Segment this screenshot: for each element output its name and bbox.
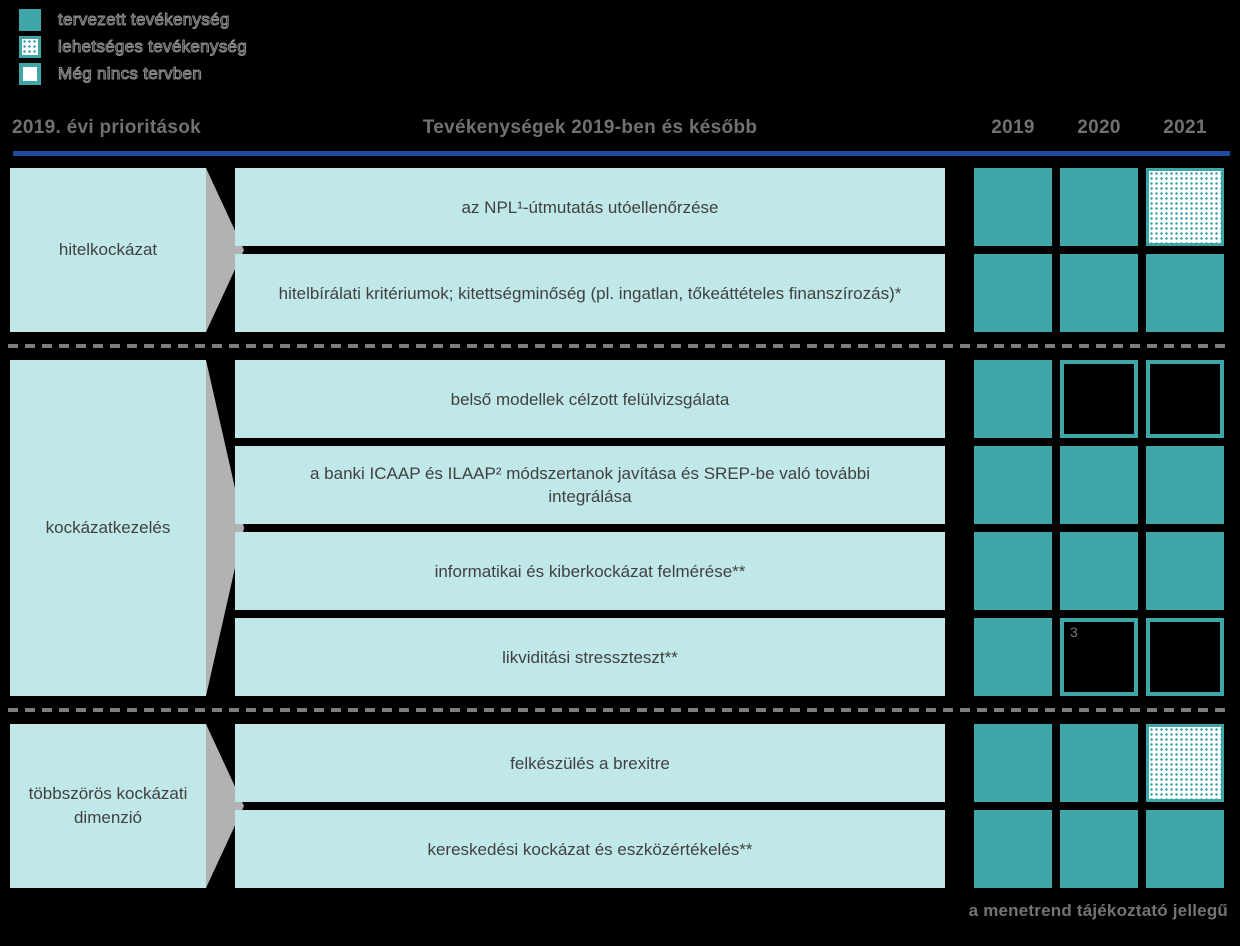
year-cell <box>1060 724 1138 802</box>
year-header-2021: 2021 <box>1163 117 1207 138</box>
footnote: a menetrend tájékoztató jellegű <box>968 901 1228 920</box>
activity-box: felkészülés a brexitre <box>235 724 945 802</box>
year-header-2020: 2020 <box>1077 117 1121 138</box>
category-box: többszörös kockázati dimenzió <box>10 724 206 888</box>
year-cell <box>1060 532 1138 610</box>
priorities-column-header: 2019. évi prioritások <box>12 117 202 138</box>
legend: tervezett tevékenység lehetséges tevéken… <box>19 9 247 90</box>
category-label: hitelkockázat <box>58 240 158 259</box>
activity-label: kereskedési kockázat és eszközértékelés*… <box>427 839 753 859</box>
legend-label: Még nincs tervben <box>57 64 203 84</box>
not-planned-swatch-icon <box>19 63 41 85</box>
activity-label: a banki ICAAP és ILAAP² módszertanok jav… <box>309 464 871 506</box>
year-cell <box>974 724 1052 802</box>
possible-activity-swatch-icon <box>19 36 41 58</box>
year-cell <box>1146 724 1224 802</box>
activity-box: belső modellek célzott felülvizsgálata <box>235 360 945 438</box>
activities-column-header: Tevékenységek 2019-ben és később <box>422 117 758 138</box>
year-cell <box>974 446 1052 524</box>
year-cell <box>974 810 1052 888</box>
activity-box: informatikai és kiberkockázat felmérése*… <box>235 532 945 610</box>
year-cell <box>974 532 1052 610</box>
year-cell <box>1060 254 1138 332</box>
year-cell <box>1060 168 1138 246</box>
planned-activity-swatch-icon <box>19 9 41 31</box>
activity-box: a banki ICAAP és ILAAP² módszertanok jav… <box>235 446 945 524</box>
legend-item-possible: lehetséges tevékenység <box>19 36 247 58</box>
activity-label: az NPL¹-útmutatás utóellenőrzése <box>461 197 719 217</box>
year-cell: 3 <box>1060 618 1138 696</box>
year-cell <box>1146 810 1224 888</box>
year-cell <box>1060 446 1138 524</box>
year-cell <box>1146 618 1224 696</box>
year-cell <box>974 618 1052 696</box>
activity-label: hitelbírálati kritériumok; kitettségminő… <box>278 283 902 303</box>
category-label: kockázatkezelés <box>45 518 171 537</box>
category-box: hitelkockázat <box>10 168 206 332</box>
activity-label: felkészülés a brexitre <box>510 753 670 773</box>
legend-item-planned: tervezett tevékenység <box>19 9 247 31</box>
category-box: kockázatkezelés <box>10 360 206 696</box>
category-label: többszörös kockázati dimenzió <box>28 784 188 827</box>
year-cell <box>1146 532 1224 610</box>
cell-footnote-marker: 3 <box>1070 624 1078 640</box>
year-cell <box>974 168 1052 246</box>
activity-label: likviditási stresszteszt** <box>502 647 678 667</box>
activity-box: likviditási stresszteszt** <box>235 618 945 696</box>
activity-label: informatikai és kiberkockázat felmérése*… <box>434 561 746 581</box>
activity-label: belső modellek célzott felülvizsgálata <box>450 389 730 409</box>
year-cell <box>974 360 1052 438</box>
group-tobbszoros-kockazati-dimenzio: többszörös kockázati dimenzió felkészülé… <box>0 724 1240 888</box>
legend-label: tervezett tevékenység <box>58 10 230 30</box>
year-cell <box>974 254 1052 332</box>
year-cell <box>1146 254 1224 332</box>
group-hitelkockazat: hitelkockázat az NPL¹-útmutatás utóellen… <box>0 168 1240 332</box>
activity-box: hitelbírálati kritériumok; kitettségminő… <box>235 254 945 332</box>
activity-box: kereskedési kockázat és eszközértékelés*… <box>235 810 945 888</box>
year-cell <box>1146 360 1224 438</box>
group-separator <box>8 344 1232 348</box>
activity-box: az NPL¹-útmutatás utóellenőrzése <box>235 168 945 246</box>
legend-item-not-planned: Még nincs tervben <box>19 63 247 85</box>
header-rule <box>13 151 1230 156</box>
group-kockazatkezeles: kockázatkezelés belső modellek célzott f… <box>0 360 1240 696</box>
legend-label: lehetséges tevékenység <box>57 37 248 57</box>
year-cell <box>1146 168 1224 246</box>
year-cell <box>1060 810 1138 888</box>
year-header-2019: 2019 <box>991 117 1035 138</box>
year-cell <box>1146 446 1224 524</box>
group-separator <box>8 708 1232 712</box>
year-cell <box>1060 360 1138 438</box>
